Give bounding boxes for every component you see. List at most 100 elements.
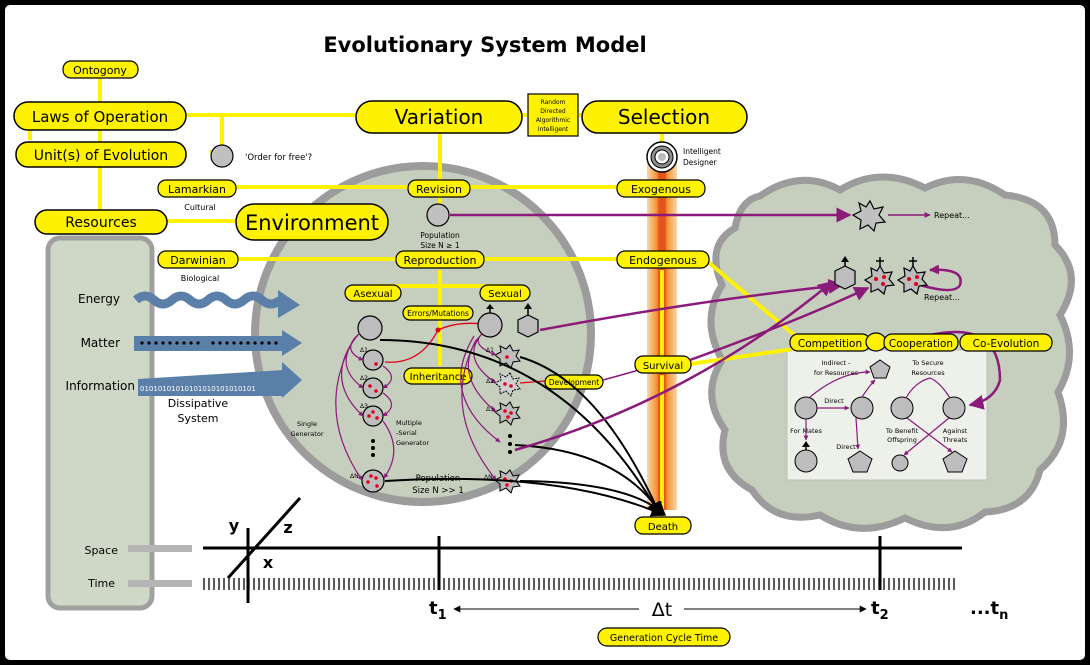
asexual-pill: Asexual bbox=[344, 284, 402, 302]
space-label: Space bbox=[84, 544, 118, 557]
resources-pill: Resources bbox=[34, 209, 168, 235]
reproduction-pill: Reproduction bbox=[395, 250, 485, 269]
sexual-child-3 bbox=[494, 401, 521, 426]
designer-line-2: Designer bbox=[683, 158, 718, 167]
generation-cycle-pill: Generation Cycle Time bbox=[597, 627, 731, 647]
sexual-parent-male bbox=[477, 312, 503, 338]
population1-line-1: Population bbox=[420, 231, 460, 240]
matter-dots bbox=[140, 341, 278, 345]
resources-label: Resources bbox=[65, 215, 137, 231]
competitor-a bbox=[794, 396, 818, 420]
information-arrowhead bbox=[282, 362, 302, 398]
sexual-delta-1: Δ1 bbox=[486, 347, 494, 354]
time-ticks bbox=[203, 578, 955, 590]
tn-label: ...tn bbox=[970, 598, 1008, 623]
asexual-parent bbox=[357, 315, 383, 341]
competition-pill: Competition bbox=[789, 333, 871, 352]
exogenous-pill: Exogenous bbox=[616, 179, 706, 198]
survivor-star-2 bbox=[896, 264, 929, 296]
repeat-star-icon bbox=[851, 199, 887, 233]
generation-cycle-label: Generation Cycle Time bbox=[610, 633, 718, 644]
sexual-ellipsis bbox=[508, 434, 512, 454]
repeat-label-2: Repeat... bbox=[924, 293, 960, 302]
lamarkian-label: Lamarkian bbox=[168, 183, 226, 196]
sexual-delta-3: Δ3 bbox=[486, 406, 494, 413]
sexual-lineage: Δ1 Δ2 Δ3 ΔN bbox=[460, 303, 539, 494]
designer-line-1: Intelligent bbox=[683, 147, 721, 156]
variation-label: Variation bbox=[395, 105, 484, 129]
selection-pill: Selection bbox=[581, 100, 748, 134]
laws-label: Laws of Operation bbox=[32, 108, 168, 126]
asexual-delta-2: Δ2 bbox=[360, 375, 368, 382]
x-axis-label: x bbox=[263, 553, 274, 572]
matter-arrow-shaft bbox=[134, 336, 284, 351]
asexual-ellipsis bbox=[371, 439, 375, 457]
survival-arrows bbox=[514, 264, 1002, 452]
asexual-lineage: Δ1 Δ2 Δ3 ΔN bbox=[335, 315, 395, 493]
laws-of-operation-pill: Laws of Operation bbox=[13, 101, 187, 131]
cooperator-a bbox=[890, 396, 914, 420]
sexual-pill: Sexual bbox=[479, 284, 531, 302]
selection-label: Selection bbox=[618, 105, 710, 129]
indirect-line-2: for Resources bbox=[814, 369, 859, 377]
energy-arrowhead bbox=[278, 290, 300, 318]
development-lines bbox=[519, 380, 546, 384]
development-pill: Development bbox=[544, 374, 604, 390]
survival-pill: Survival bbox=[634, 355, 692, 374]
inheritance-pill: Inheritance bbox=[403, 367, 473, 385]
random-line-2: Directed bbox=[540, 108, 566, 115]
single-generator-line-1: Single bbox=[297, 420, 317, 428]
yellow-connectors bbox=[28, 78, 802, 518]
cooperation-pill: Cooperation bbox=[883, 333, 959, 352]
competitor-b bbox=[850, 396, 874, 420]
matter-arrowhead bbox=[282, 330, 302, 356]
asexual-label: Asexual bbox=[353, 289, 392, 300]
t1-label: t1 bbox=[429, 598, 447, 623]
direct-label-1: Direct bbox=[824, 397, 844, 405]
cooperator-b bbox=[942, 396, 966, 420]
death-pill: Death bbox=[634, 516, 692, 535]
asexual-child-n bbox=[361, 469, 385, 493]
benefit-line-2: Offspring bbox=[887, 436, 917, 444]
endogenous-pill: Endogenous bbox=[616, 250, 710, 269]
asexual-arcs bbox=[335, 332, 395, 481]
revision-label: Revision bbox=[416, 183, 462, 196]
coevolution-pill: Co-Evolution bbox=[959, 333, 1053, 352]
reproduction-label: Reproduction bbox=[404, 254, 477, 267]
resources-column bbox=[45, 235, 155, 611]
information-label: Information bbox=[66, 379, 135, 393]
cooperation-label: Cooperation bbox=[889, 338, 953, 350]
designer-target-icon bbox=[646, 141, 678, 173]
inheritance-label: Inheritance bbox=[410, 372, 467, 383]
sexual-child-2 bbox=[494, 372, 521, 397]
sexual-arcs bbox=[460, 333, 501, 481]
cultural-label: Cultural bbox=[184, 203, 216, 212]
coevolution-label: Co-Evolution bbox=[973, 338, 1040, 350]
survival-label: Survival bbox=[643, 361, 683, 372]
asexual-delta-1: Δ1 bbox=[360, 347, 368, 354]
darwinian-pill: Darwinian bbox=[157, 250, 239, 269]
asexual-delta-3: Δ3 bbox=[360, 403, 368, 410]
energy-label: Energy bbox=[78, 292, 120, 306]
multi-generator-line-2: -Serial bbox=[396, 429, 417, 437]
sexual-delta-n: ΔN bbox=[484, 474, 493, 481]
interaction-details: Indirect - for Resources To Secure Resou… bbox=[790, 359, 968, 473]
interaction-arrows bbox=[803, 369, 953, 456]
random-line-3: Algorithmic bbox=[536, 117, 570, 124]
revision-pill: Revision bbox=[407, 179, 471, 198]
order-for-free-label: 'Order for free'? bbox=[245, 153, 312, 163]
z-axis-label: z bbox=[283, 518, 292, 537]
threat-pentagon bbox=[942, 450, 968, 473]
population1-line-2: Size N ≥ 1 bbox=[420, 241, 459, 250]
direct-label-2: Direct bbox=[836, 443, 856, 451]
multi-generator-line-3: Generator bbox=[396, 439, 429, 447]
errors-label: Errors/Mutations bbox=[407, 309, 469, 318]
z-axis bbox=[226, 496, 302, 580]
death-label: Death bbox=[648, 522, 678, 533]
secure-line-2: Resources bbox=[911, 369, 945, 377]
survivor-hexagon bbox=[834, 265, 856, 290]
time-label: Time bbox=[87, 577, 115, 590]
repeat-label: Repeat... bbox=[934, 211, 970, 220]
